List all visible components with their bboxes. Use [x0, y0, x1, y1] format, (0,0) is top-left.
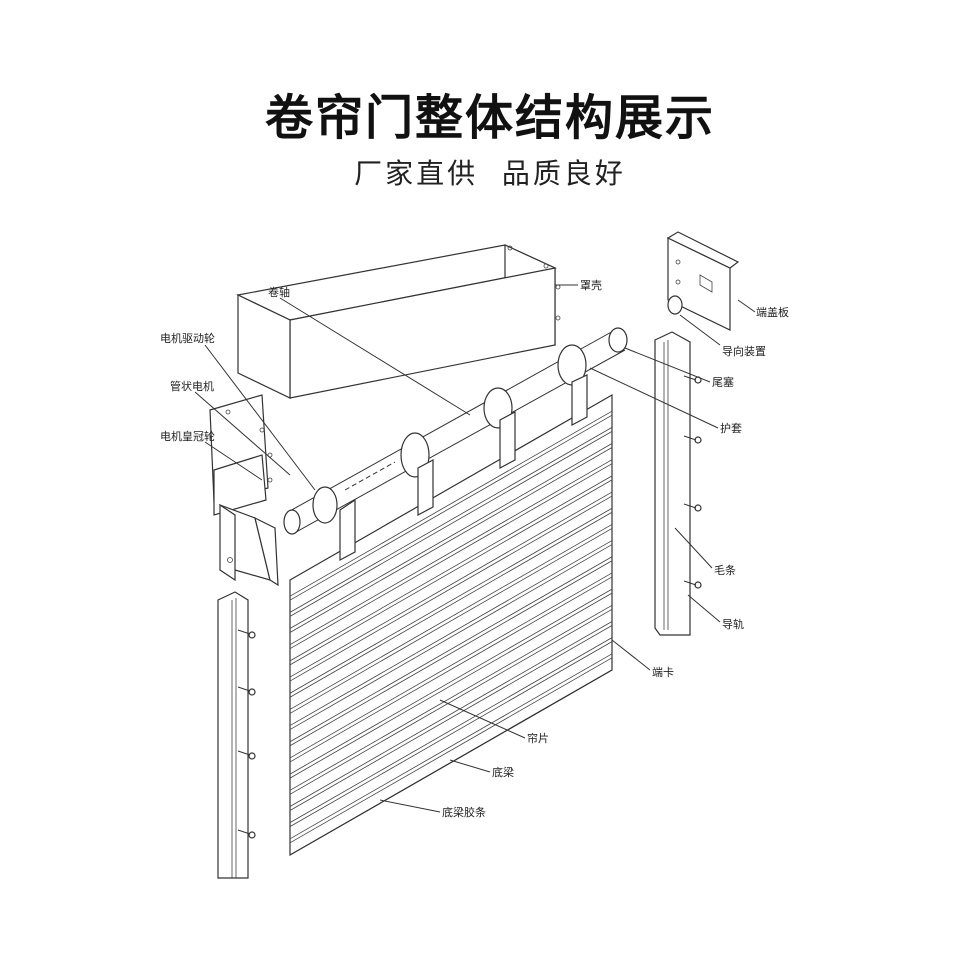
- label-brush-strip: 毛条: [714, 563, 736, 577]
- slat-line: [289, 511, 613, 698]
- label-tail-plug: 尾塞: [712, 375, 734, 389]
- motor-bracket-plate: [209, 394, 273, 516]
- label-guide-device: 导向装置: [722, 344, 766, 358]
- slat-line: [289, 588, 613, 775]
- right-guide-rail: [654, 331, 702, 636]
- label-curtain-slat: 帘片: [527, 731, 549, 745]
- slat-line: [289, 544, 613, 730]
- left-guide-rail: [217, 591, 256, 879]
- slat-line: [289, 621, 613, 807]
- slat-line: [289, 475, 613, 662]
- right-rail-screws: [683, 375, 702, 589]
- label-bottom-beam-rubber: 底梁胶条: [442, 805, 486, 819]
- slat-line: [289, 528, 613, 714]
- slat-line: [289, 608, 613, 795]
- label-bottom-beam: 底梁: [492, 765, 514, 779]
- cover-box: [236, 244, 561, 399]
- slat-line: [289, 410, 613, 597]
- label-motor-drive-wheel: 电机驱动轮: [160, 331, 215, 345]
- slat-line: [289, 625, 613, 811]
- label-shaft: 卷轴: [268, 285, 290, 299]
- slat-line: [289, 641, 613, 827]
- label-end-clip: 端卡: [652, 666, 674, 679]
- label-sleeve: 护套: [720, 421, 742, 435]
- slat-line: [289, 443, 613, 629]
- slat-line: [289, 560, 613, 747]
- curtain-slats: [289, 374, 613, 857]
- slat-line: [289, 592, 613, 779]
- label-end-plate: 端盖板: [756, 305, 789, 319]
- slat-line: [289, 556, 613, 743]
- slat-line: [289, 540, 613, 726]
- label-guide-rail: 导轨: [722, 617, 744, 631]
- slat-line: [289, 463, 613, 650]
- slat-line: [289, 495, 613, 682]
- slat-line: [289, 572, 613, 759]
- slat-line: [289, 491, 613, 678]
- slat-line: [289, 657, 613, 844]
- left-end-cap: [219, 503, 279, 587]
- leader-lines: [194, 284, 756, 813]
- label-tubular-motor: 管状电机: [170, 379, 214, 393]
- label-cover: 罩壳: [580, 278, 602, 292]
- slat-line: [289, 479, 613, 666]
- page-title: 卷帘门整体结构展示: [264, 90, 715, 146]
- part-labels: 罩壳 卷轴 电机驱动轮 管状电机 电机皇冠轮 端盖板 导向装置 尾塞 护套 毛条…: [160, 278, 789, 819]
- slat-line: [289, 507, 613, 694]
- slat-line: [289, 427, 613, 613]
- slat-line: [289, 653, 613, 840]
- slat-line: [289, 604, 613, 791]
- slat-line: [289, 414, 613, 601]
- page-subtitle: 厂家直供 品质良好: [354, 157, 626, 190]
- left-rail-screws: [237, 629, 256, 839]
- slat-line: [289, 447, 613, 633]
- slat-line: [289, 576, 613, 763]
- slat-line: [289, 524, 613, 710]
- slat-line: [289, 459, 613, 646]
- slat-line: [289, 431, 613, 617]
- label-motor-crown-wheel: 电机皇冠轮: [160, 429, 215, 443]
- end-plate: [666, 231, 740, 331]
- slat-line: [289, 637, 613, 823]
